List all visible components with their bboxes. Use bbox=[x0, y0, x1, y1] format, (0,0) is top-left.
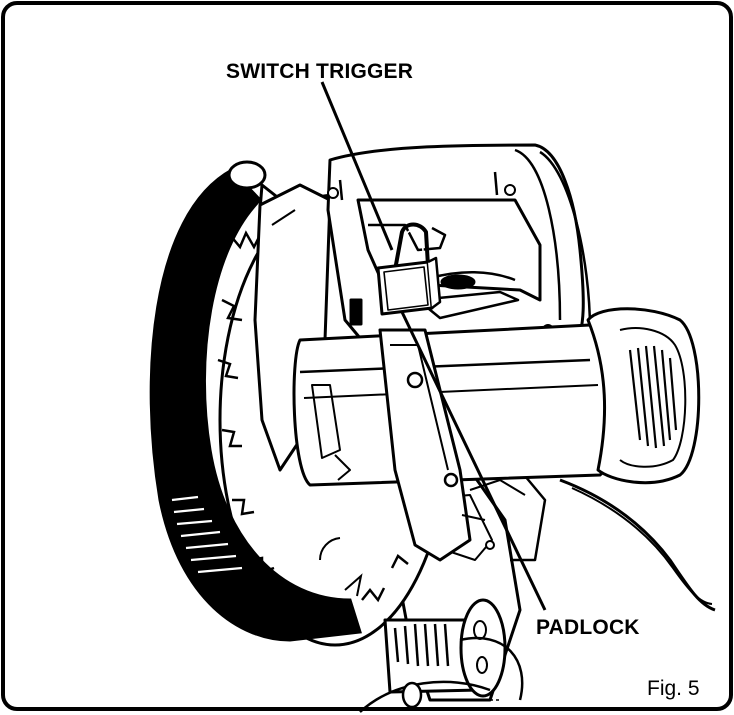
handle-assembly bbox=[326, 143, 592, 352]
padlock-label: PADLOCK bbox=[536, 616, 640, 639]
motor-end-cap bbox=[586, 307, 701, 485]
switch-trigger-label: SWITCH TRIGGER bbox=[226, 60, 414, 83]
padlock-leader bbox=[400, 311, 547, 611]
switch-trigger-leader bbox=[320, 81, 394, 251]
power-cord bbox=[559, 478, 716, 612]
padlock-icon bbox=[376, 222, 442, 316]
figure-number: Fig. 5 bbox=[647, 677, 700, 700]
pivot-spring bbox=[359, 598, 524, 713]
